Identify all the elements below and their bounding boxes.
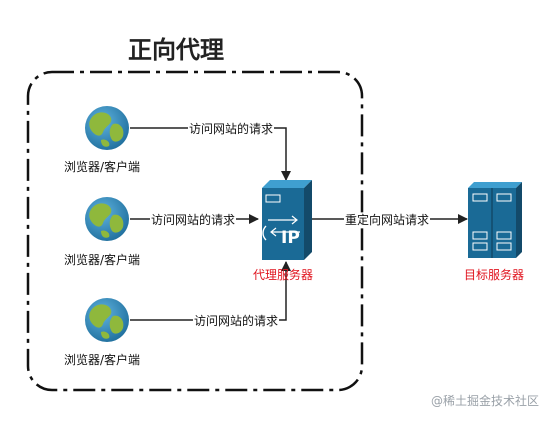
client-label-3: 浏览器/客户端: [64, 353, 141, 367]
proxy-server-icon: [262, 180, 312, 260]
target-server-icon: [468, 182, 522, 258]
target-server-label: 目标服务器: [464, 268, 525, 282]
globe-icon: [85, 298, 129, 342]
client-label-1: 浏览器/客户端: [64, 160, 141, 174]
request-label-2: 访问网站的请求: [150, 213, 237, 227]
request-arrow-1: [130, 127, 291, 181]
request-arrow-3: [130, 261, 291, 321]
globe-icon: [85, 106, 129, 150]
ip-badge: IP: [281, 228, 300, 248]
globe-icon: [85, 197, 129, 241]
watermark: @稀土掘金技术社区: [430, 394, 539, 408]
request-label-1: 访问网站的请求: [188, 122, 275, 136]
client-label-2: 浏览器/客户端: [64, 253, 141, 267]
proxy-boundary: [26, 70, 364, 392]
diagram-title: 正向代理: [128, 36, 224, 64]
forward-label: 重定向网站请求: [344, 213, 431, 227]
proxy-server-label: 代理服务器: [253, 268, 314, 282]
request-label-3: 访问网站的请求: [193, 314, 280, 328]
